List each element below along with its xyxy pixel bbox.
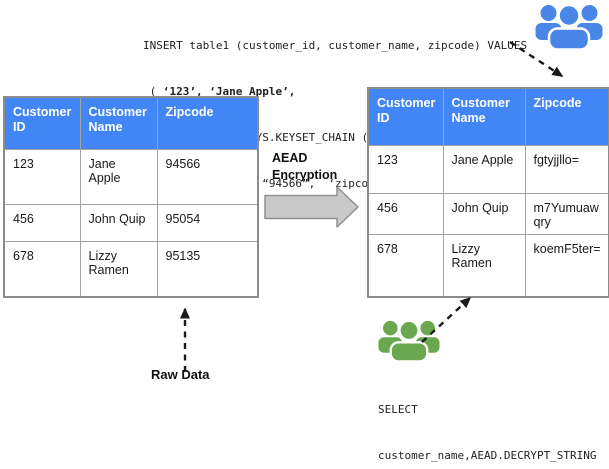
- cell-customer-id: 456: [367, 192, 444, 235]
- cell-customer-name: Lizzy Ramen: [79, 240, 158, 298]
- encrypted-data-table: Customer ID Customer Name Zipcode 123 Ja…: [367, 87, 609, 298]
- dashed-arrow-select-to-encrypted-table: [421, 296, 472, 343]
- cell-customer-id: 123: [367, 144, 444, 194]
- cell-encrypted-zipcode: koemF5ter=: [524, 233, 609, 298]
- column-header-zipcode: Zipcode: [524, 87, 609, 146]
- column-header-customer-id: Customer ID: [3, 96, 81, 150]
- raw-data-table: Customer ID Customer Name Zipcode 123 Ja…: [3, 96, 259, 298]
- cell-encrypted-zipcode: m7Yumuawqry: [524, 192, 609, 235]
- cell-zipcode: 95054: [156, 203, 259, 242]
- table-row: 456 John Quip m7Yumuawqry: [367, 192, 609, 235]
- column-header-customer-name: Customer Name: [79, 96, 158, 150]
- dashed-arrow-raw-data-to-table: [180, 307, 190, 372]
- code-line: customer_name,AEAD.DECRYPT_STRING: [378, 449, 597, 463]
- column-header-zipcode: Zipcode: [156, 96, 259, 150]
- cell-encrypted-zipcode: fgtyjjllo=: [524, 144, 609, 194]
- table-header-row: Customer ID Customer Name Zipcode: [3, 96, 259, 150]
- cell-customer-name: Jane Apple: [442, 144, 526, 194]
- cell-zipcode: 95135: [156, 240, 259, 298]
- table-header-row: Customer ID Customer Name Zipcode: [367, 87, 609, 146]
- select-query-code: SELECT customer_name,AEAD.DECRYPT_STRING…: [378, 371, 597, 469]
- cell-customer-name: John Quip: [442, 192, 526, 235]
- cell-customer-name: Jane Apple: [79, 148, 158, 205]
- table-row: 123 Jane Apple 94566: [3, 148, 259, 205]
- cell-customer-id: 456: [3, 203, 81, 242]
- code-line: ( ‘123’, ‘Jane Apple’,: [143, 85, 296, 99]
- users-group-blue-icon: [535, 3, 603, 50]
- table-row: 678 Lizzy Ramen koemF5ter=: [367, 233, 609, 298]
- table-row: 456 John Quip 95054: [3, 203, 259, 242]
- code-line: INSERT table1 (customer_id, customer_nam…: [143, 38, 528, 52]
- dashed-arrow-insert-to-encrypted-table: [509, 40, 564, 78]
- code-line: SELECT: [378, 402, 418, 416]
- aead-encryption-label: AEAD Encryption: [272, 151, 338, 182]
- cell-customer-name: John Quip: [79, 203, 158, 242]
- encryption-block-arrow: [264, 186, 359, 228]
- raw-data-label: Raw Data: [151, 367, 210, 382]
- literal-values-bold: ‘123’, ‘Jane Apple’,: [162, 85, 296, 99]
- table-row: 678 Lizzy Ramen 95135: [3, 240, 259, 298]
- cell-customer-id: 123: [3, 148, 81, 205]
- column-header-customer-name: Customer Name: [442, 87, 526, 146]
- table-row: 123 Jane Apple fgtyjjllo=: [367, 144, 609, 194]
- cell-customer-id: 678: [3, 240, 81, 298]
- cell-customer-id: 678: [367, 233, 444, 298]
- cell-zipcode: 94566: [156, 148, 259, 205]
- cell-customer-name: Lizzy Ramen: [442, 233, 526, 298]
- column-header-customer-id: Customer ID: [367, 87, 444, 146]
